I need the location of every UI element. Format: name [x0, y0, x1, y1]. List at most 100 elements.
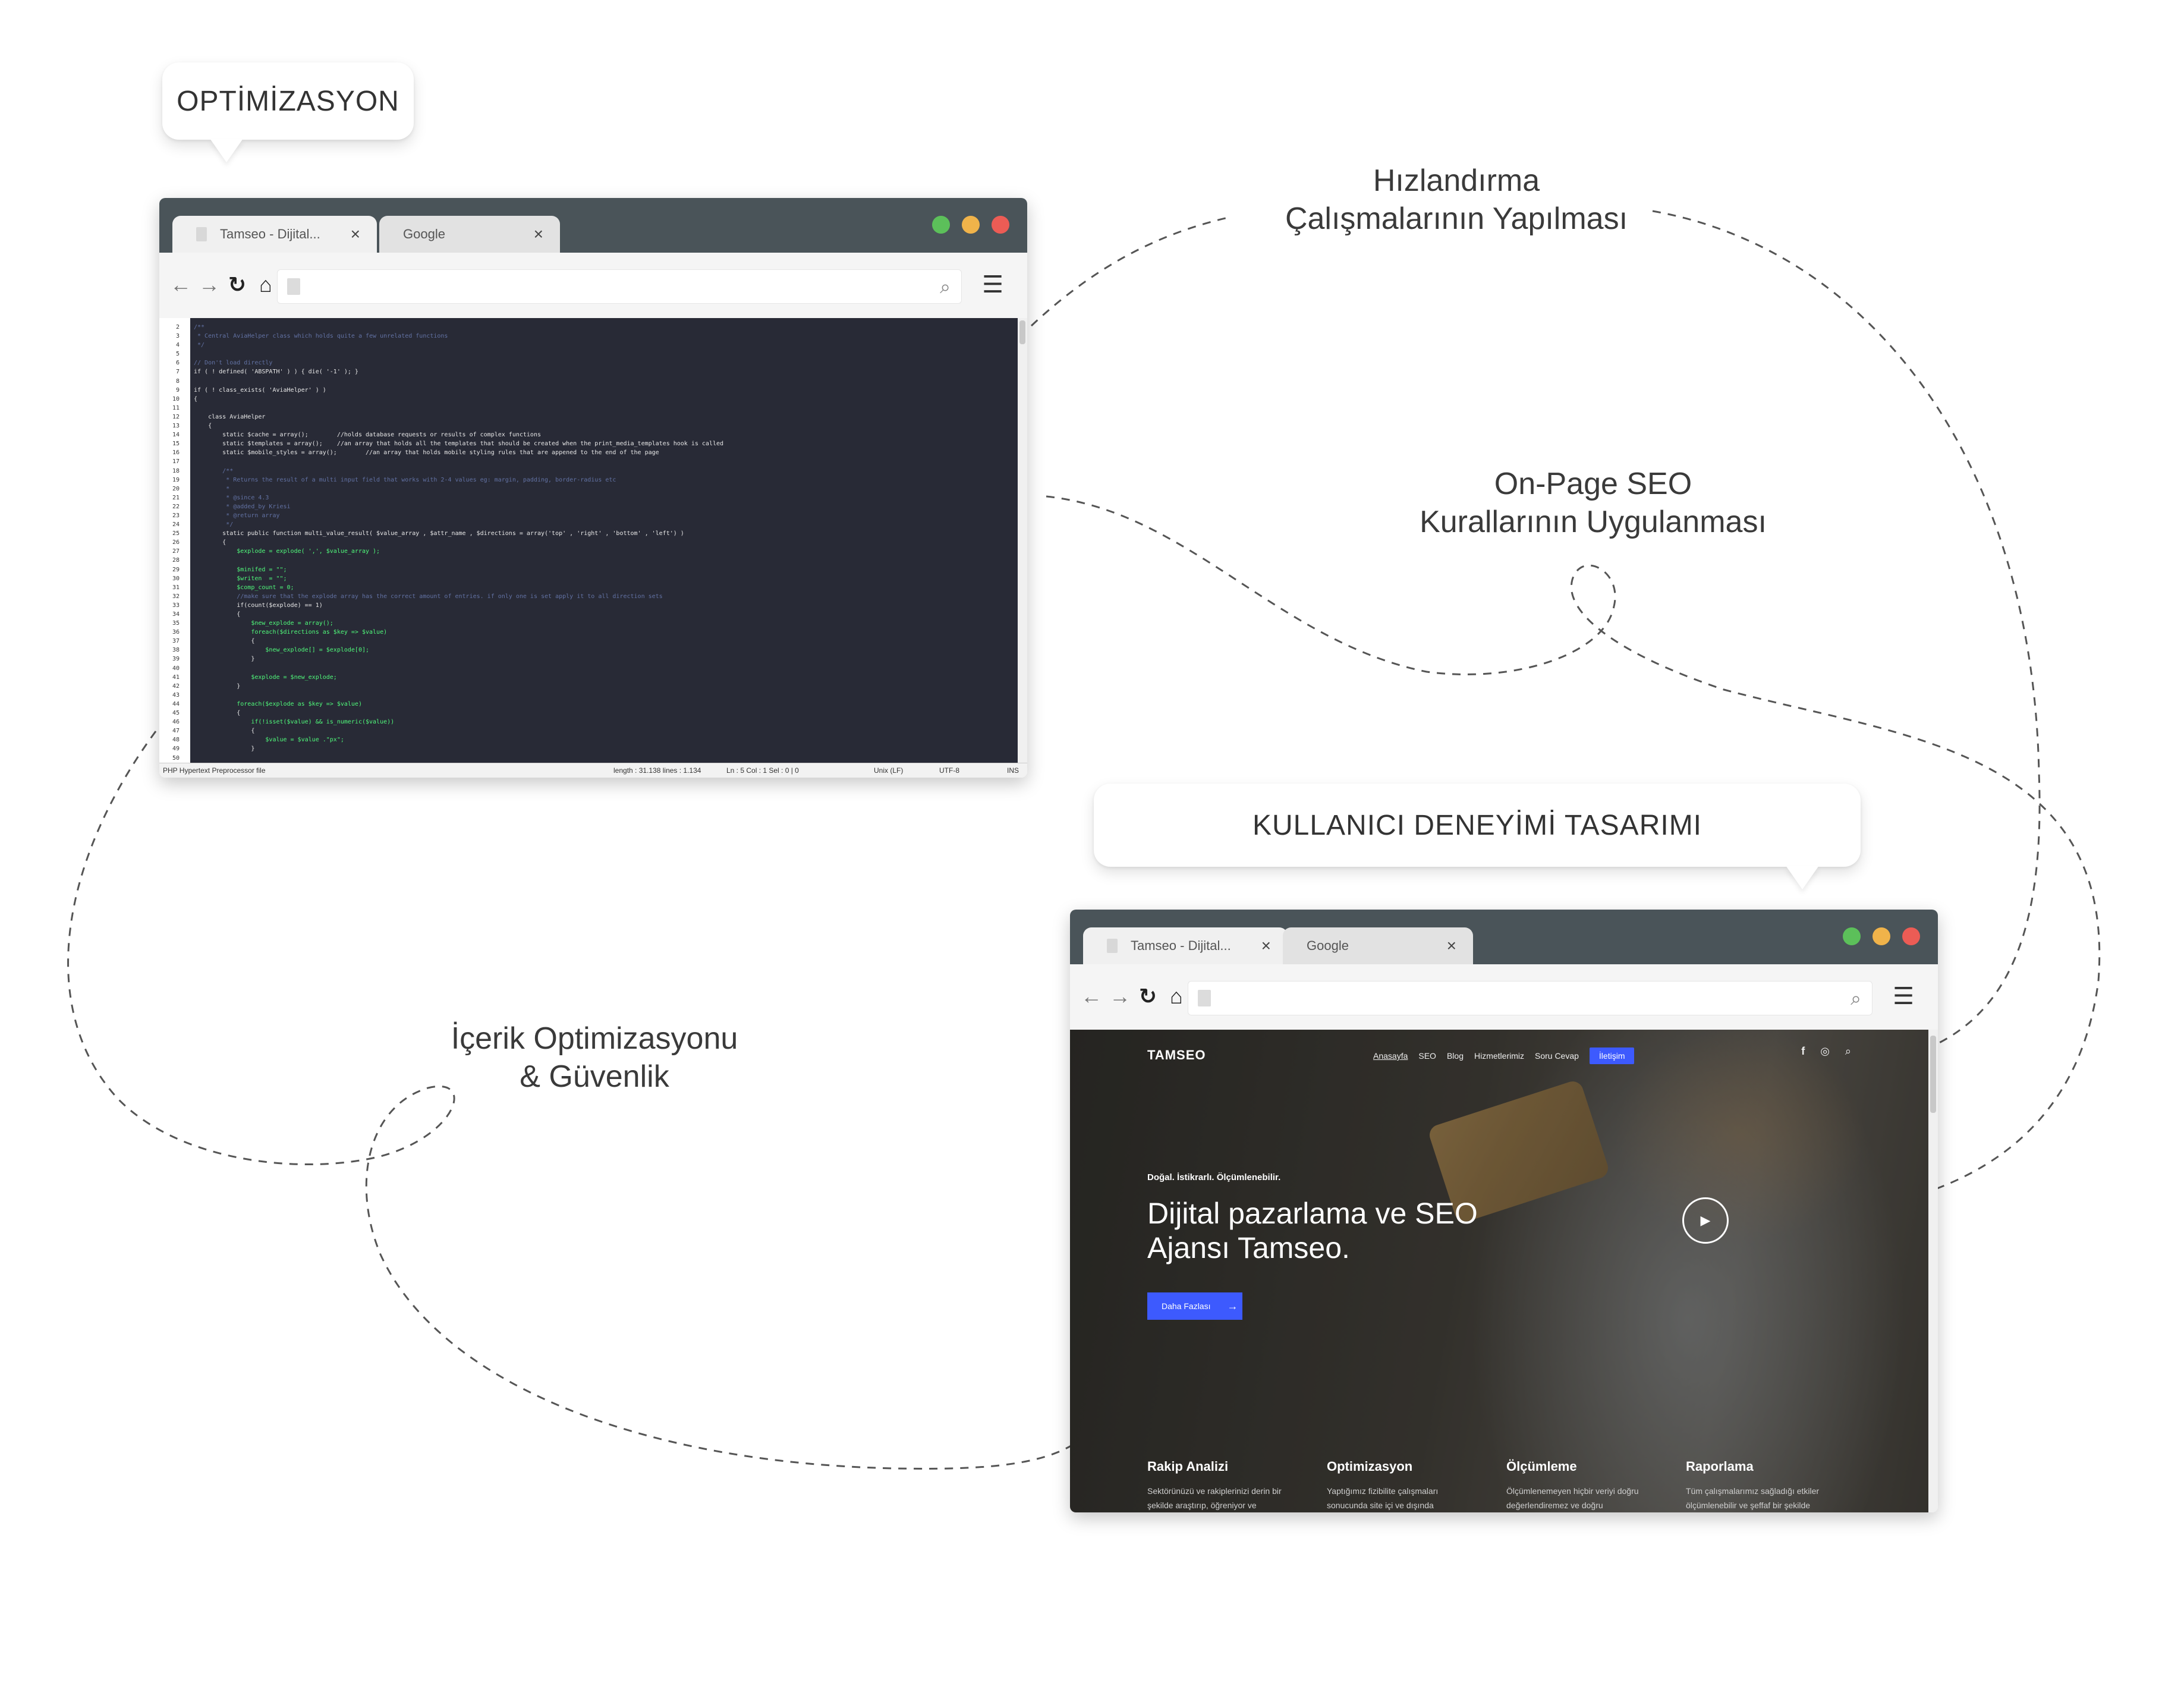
- line-number: 46: [172, 719, 180, 726]
- line-number: 4: [175, 342, 180, 349]
- search-icon[interactable]: ⌕: [940, 276, 951, 297]
- tab-label: Tamseo - Dijital...: [220, 227, 320, 241]
- home-icon[interactable]: ⌂: [259, 272, 272, 297]
- caption-speed: Hızlandırma Çalışmalarının Yapılması: [1225, 162, 1688, 238]
- bubble-optimization-label: OPTİMİZASYON: [177, 85, 399, 117]
- caption-onpage: On-Page SEO Kurallarının Uygulanması: [1367, 465, 1819, 541]
- reload-icon[interactable]: ↻: [1138, 984, 1157, 1008]
- code-line: 30 $writen = "";: [159, 574, 1027, 583]
- close-icon[interactable]: ×: [350, 225, 360, 243]
- nav-link-hizmetlerimiz[interactable]: Hizmetlerimiz: [1474, 1051, 1524, 1061]
- nav-link-soru-cevap[interactable]: Soru Cevap: [1534, 1051, 1579, 1061]
- code-line: 14 static $cache = array(); //holds data…: [159, 430, 1027, 439]
- code-line: 44 foreach($explode as $key => $value): [159, 700, 1027, 709]
- line-number: 21: [172, 494, 180, 501]
- code-line: 8: [159, 377, 1027, 386]
- nav-link-blog[interactable]: Blog: [1446, 1051, 1464, 1061]
- code-line: 5: [159, 350, 1027, 358]
- editor-scrollbar[interactable]: [1018, 318, 1027, 763]
- line-number: 14: [172, 432, 180, 439]
- code-text: }: [194, 656, 255, 663]
- back-arrow-icon[interactable]: ←: [170, 272, 191, 297]
- window-minimize-button[interactable]: [962, 216, 980, 234]
- feature-card: Rakip Analizi Sektörünüzü ve rakiplerini…: [1147, 1459, 1296, 1512]
- facebook-icon[interactable]: f: [1801, 1045, 1805, 1057]
- play-video-button[interactable]: ▶: [1682, 1197, 1729, 1244]
- code-text: $comp_count = 0;: [194, 584, 294, 591]
- forward-arrow-icon[interactable]: →: [199, 272, 220, 297]
- line-number: 33: [172, 602, 180, 609]
- line-number: 9: [175, 386, 180, 394]
- status-position: Ln : 5 Col : 1 Sel : 0 | 0: [726, 766, 799, 775]
- code-text: * Central AviaHelper class which holds q…: [194, 333, 448, 340]
- contact-button[interactable]: İletişim: [1589, 1048, 1635, 1064]
- line-number: 10: [172, 395, 180, 402]
- instagram-icon[interactable]: ◎: [1820, 1045, 1830, 1057]
- close-icon[interactable]: ×: [1446, 936, 1456, 955]
- code-text: $new_explode[] = $explode[0];: [194, 647, 370, 654]
- status-eol: Unix (LF): [874, 766, 904, 775]
- code-text: {: [194, 423, 212, 430]
- nav-link-anasayfa[interactable]: Anasayfa: [1373, 1051, 1408, 1061]
- connector-speed: [1030, 216, 1231, 327]
- code-line: 38 $new_explode[] = $explode[0];: [159, 646, 1027, 655]
- line-number: 17: [172, 458, 180, 465]
- hamburger-menu-icon[interactable]: ☰: [1893, 983, 1914, 1009]
- feature-card: Raporlama Tüm çalışmalarımız sağladığı e…: [1686, 1459, 1834, 1512]
- code-text: *: [194, 485, 230, 492]
- line-number: 50: [172, 754, 180, 762]
- code-text: static $cache = array(); //holds databas…: [194, 432, 541, 439]
- window-minimize-button[interactable]: [1873, 927, 1890, 945]
- more-button[interactable]: Daha Fazlası →: [1147, 1292, 1242, 1320]
- line-number: 24: [172, 521, 180, 529]
- code-line: 12 class AviaHelper: [159, 413, 1027, 422]
- site-logo[interactable]: TAMSEO: [1147, 1048, 1206, 1062]
- window-close-button[interactable]: [1902, 927, 1920, 945]
- reload-icon[interactable]: ↻: [228, 272, 247, 297]
- code-text: }: [194, 682, 241, 690]
- address-bar[interactable]: ⌕: [1188, 981, 1873, 1015]
- line-number: 37: [172, 638, 180, 645]
- code-line: 46 if(!isset($value) && is_numeric($valu…: [159, 718, 1027, 726]
- status-length: length : 31.138 lines : 1.134: [613, 766, 701, 775]
- document-icon: [196, 227, 207, 241]
- tab-tamseo[interactable]: Tamseo - Dijital... ×: [172, 216, 377, 253]
- code-line: 40: [159, 664, 1027, 673]
- line-number: 42: [172, 682, 180, 690]
- browser-tab-bar: Tamseo - Dijital... × Google ×: [159, 198, 1027, 253]
- line-number: 43: [172, 691, 180, 699]
- tab-tamseo[interactable]: Tamseo - Dijital... ×: [1083, 927, 1288, 964]
- code-text: {: [194, 638, 255, 645]
- code-line: 24 */: [159, 520, 1027, 529]
- close-icon[interactable]: ×: [533, 225, 543, 243]
- search-icon[interactable]: ⌕: [1845, 1045, 1851, 1057]
- address-bar[interactable]: ⌕: [277, 269, 962, 304]
- code-line: 36 foreach($directions as $key => $value…: [159, 628, 1027, 637]
- line-number: 31: [172, 584, 180, 591]
- tab-google[interactable]: Google ×: [1283, 927, 1473, 964]
- search-icon[interactable]: ⌕: [1851, 987, 1861, 1009]
- line-number: 35: [172, 620, 180, 627]
- feature-desc: Sektörünüzü ve rakiplerinizi derin bir ş…: [1147, 1486, 1282, 1510]
- code-text: // Don't load directly: [194, 360, 273, 367]
- close-icon[interactable]: ×: [1261, 936, 1271, 955]
- page-scrollbar[interactable]: [1928, 1030, 1938, 1512]
- caption-content: İçerik Optimizasyonu & Güvenlik: [380, 1020, 808, 1096]
- tab-google[interactable]: Google ×: [379, 216, 560, 253]
- code-editor[interactable]: 2/**3 * Central AviaHelper class which h…: [159, 318, 1027, 763]
- code-line: 4 */: [159, 341, 1027, 350]
- hamburger-menu-icon[interactable]: ☰: [982, 272, 1003, 298]
- site-nav: Anasayfa SEO Blog Hizmetlerimiz Soru Cev…: [1373, 1048, 1635, 1064]
- code-text: foreach($explode as $key => $value): [194, 700, 362, 707]
- forward-arrow-icon[interactable]: →: [1109, 984, 1131, 1008]
- window-close-button[interactable]: [992, 216, 1009, 234]
- line-number: 6: [175, 360, 180, 367]
- line-number: 7: [175, 369, 180, 376]
- home-icon[interactable]: ⌂: [1170, 984, 1183, 1008]
- feature-desc: Ölçümlenemeyen hiçbir veriyi doğru değer…: [1506, 1486, 1639, 1510]
- nav-link-seo[interactable]: SEO: [1418, 1051, 1436, 1061]
- window-maximize-button[interactable]: [1843, 927, 1861, 945]
- window-maximize-button[interactable]: [932, 216, 950, 234]
- back-arrow-icon[interactable]: ←: [1081, 984, 1102, 1008]
- line-number: 11: [172, 404, 180, 411]
